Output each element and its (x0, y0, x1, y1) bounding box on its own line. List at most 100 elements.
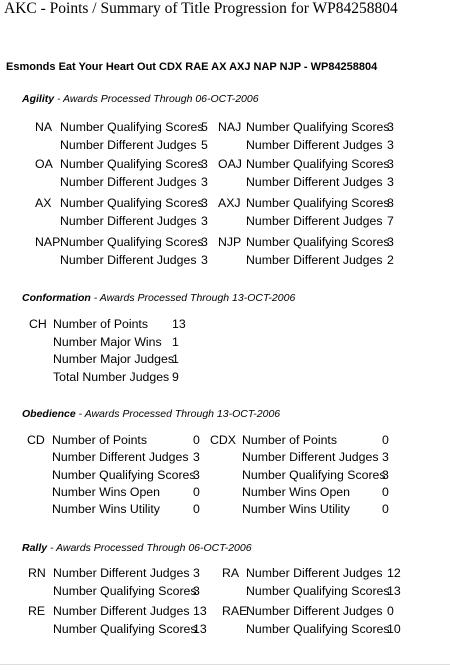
obedience-row-value: 0 (193, 502, 200, 517)
conformation-section-subtitle: - Awards Processed Through 13-OCT-2006 (90, 292, 296, 304)
rally-title-code: RN (28, 566, 46, 580)
rally-row-label: Number Qualifying Scores (53, 621, 197, 636)
obedience-row-value: 0 (382, 484, 389, 499)
rally-title-code: RE (28, 604, 46, 618)
agility-row-value: 3 (387, 157, 394, 171)
obedience-row-label: Number of Points (52, 433, 148, 447)
agility-title-code: OAJ (218, 157, 242, 171)
agility-row-label: Number Qualifying Scores (60, 235, 204, 249)
agility-row-label: Number Qualifying Scores (246, 120, 390, 134)
conformation-row-label: Total Number Judges (53, 369, 170, 384)
conformation-section-name: Conformation (22, 292, 91, 304)
agility-row-value: 8 (387, 196, 394, 210)
conformation-row-label: Number Major Judges (53, 352, 174, 366)
rally-row-label: Number Qualifying Scores (246, 621, 390, 636)
agility-row-label: Number Qualifying Scores (246, 157, 390, 171)
obedience-title-code: CDX (210, 433, 236, 447)
agility-title-code: NAJ (218, 120, 242, 134)
conformation-title-code: CH (29, 317, 47, 331)
scan-artifact-line (0, 664, 450, 665)
rally-row-value: 13 (387, 583, 401, 598)
rally-title-code: RAE (222, 604, 248, 618)
agility-title-code: AXJ (218, 196, 241, 210)
rally-row-value: 10 (387, 621, 401, 636)
agility-row-value: 3 (201, 253, 208, 267)
obedience-row-label: Number Qualifying Scores (52, 467, 196, 482)
agility-row-value: 5 (201, 138, 208, 152)
conformation-row-value: 13 (172, 317, 186, 331)
agility-row-value: 5 (201, 120, 208, 134)
obedience-row-label: Number Wins Open (242, 484, 350, 499)
agility-row-label: Number Qualifying Scores (60, 196, 204, 210)
agility-row-label: Number Different Judges (60, 214, 197, 228)
rally-row-label: Number Different Judges (246, 604, 383, 618)
obedience-row-value: 3 (193, 450, 200, 465)
rally-section-name: Rally (22, 542, 48, 554)
agility-row-label: Number Different Judges (246, 214, 383, 228)
rally-row-value: 12 (387, 566, 401, 580)
agility-title-code: OA (35, 157, 53, 171)
rally-row-value: 13 (193, 621, 207, 636)
obedience-section-name: Obedience (22, 408, 76, 420)
agility-row-label: Number Different Judges (246, 175, 383, 189)
obedience-row-value: 3 (382, 450, 389, 465)
conformation-section-heading: Conformation - Awards Processed Through … (22, 292, 295, 304)
rally-row-label: Number Qualifying Scores (246, 583, 390, 598)
agility-row-label: Number Qualifying Scores (246, 196, 390, 210)
agility-row-label: Number Different Judges (60, 138, 197, 152)
agility-row-value: 3 (201, 235, 208, 249)
rally-row-label: Number Different Judges (246, 566, 383, 580)
obedience-row-value: 0 (382, 502, 389, 517)
conformation-row-value: 1 (172, 352, 179, 366)
agility-title-code: AX (35, 196, 52, 210)
rally-row-value: 3 (193, 583, 200, 598)
agility-row-value: 3 (201, 175, 208, 189)
obedience-row-value: 0 (193, 484, 200, 499)
obedience-row-value: 0 (193, 433, 200, 447)
conformation-row-label: Number of Points (53, 317, 149, 331)
conformation-row-value: 1 (172, 334, 179, 349)
obedience-row-value: 0 (382, 433, 389, 447)
rally-row-label: Number Different Judges (53, 566, 190, 580)
agility-row-value: 3 (387, 235, 394, 249)
rally-section-heading: Rally - Awards Processed Through 06-OCT-… (22, 542, 252, 554)
agility-section-subtitle: - Awards Processed Through 06-OCT-2006 (54, 93, 259, 105)
obedience-row-label: Number of Points (242, 433, 338, 447)
obedience-row-value: 3 (382, 467, 389, 482)
obedience-row-label: Number Wins Utility (242, 502, 350, 517)
agility-row-label: Number Different Judges (60, 175, 197, 189)
agility-row-value: 3 (387, 120, 394, 134)
agility-row-label: Number Qualifying Scores (60, 157, 204, 171)
agility-row-value: 3 (201, 196, 208, 210)
agility-title-code: NAP (35, 235, 61, 249)
rally-row-value: 0 (387, 604, 394, 618)
obedience-section-heading: Obedience - Awards Processed Through 13-… (22, 408, 280, 420)
agility-row-label: Number Qualifying Scores (60, 120, 204, 134)
rally-row-value: 13 (193, 604, 207, 618)
obedience-section-subtitle: - Awards Processed Through 13-OCT-2006 (75, 408, 281, 420)
obedience-row-label: Number Wins Utility (52, 502, 160, 517)
dog-heading: Esmonds Eat Your Heart Out CDX RAE AX AX… (6, 61, 378, 73)
rally-title-code: RA (222, 566, 240, 580)
obedience-row-value: 3 (193, 467, 200, 482)
agility-section-name: Agility (22, 93, 55, 105)
agility-row-label: Number Different Judges (246, 253, 383, 267)
document-title: AKC - Points / Summary of Title Progress… (4, 0, 398, 17)
conformation-row-label: Number Major Wins (53, 334, 162, 349)
agility-row-value: 2 (387, 253, 394, 267)
rally-row-label: Number Different Judges (53, 604, 190, 618)
obedience-row-label: Number Wins Open (52, 484, 160, 499)
agility-title-code: NJP (218, 235, 242, 249)
agility-section-heading: Agility - Awards Processed Through 06-OC… (22, 93, 259, 105)
agility-row-value: 3 (201, 214, 208, 228)
rally-row-value: 3 (193, 566, 200, 580)
rally-section-subtitle: - Awards Processed Through 06-OCT-2006 (47, 542, 252, 554)
agility-row-label: Number Different Judges (60, 253, 197, 267)
obedience-row-label: Number Qualifying Scores (242, 467, 386, 482)
obedience-row-label: Number Different Judges (52, 450, 189, 465)
agility-row-value: 3 (201, 157, 208, 171)
agility-row-label: Number Different Judges (246, 138, 383, 152)
agility-title-code: NA (35, 120, 53, 134)
agility-row-label: Number Qualifying Scores (246, 235, 390, 249)
agility-row-value: 3 (387, 175, 394, 189)
